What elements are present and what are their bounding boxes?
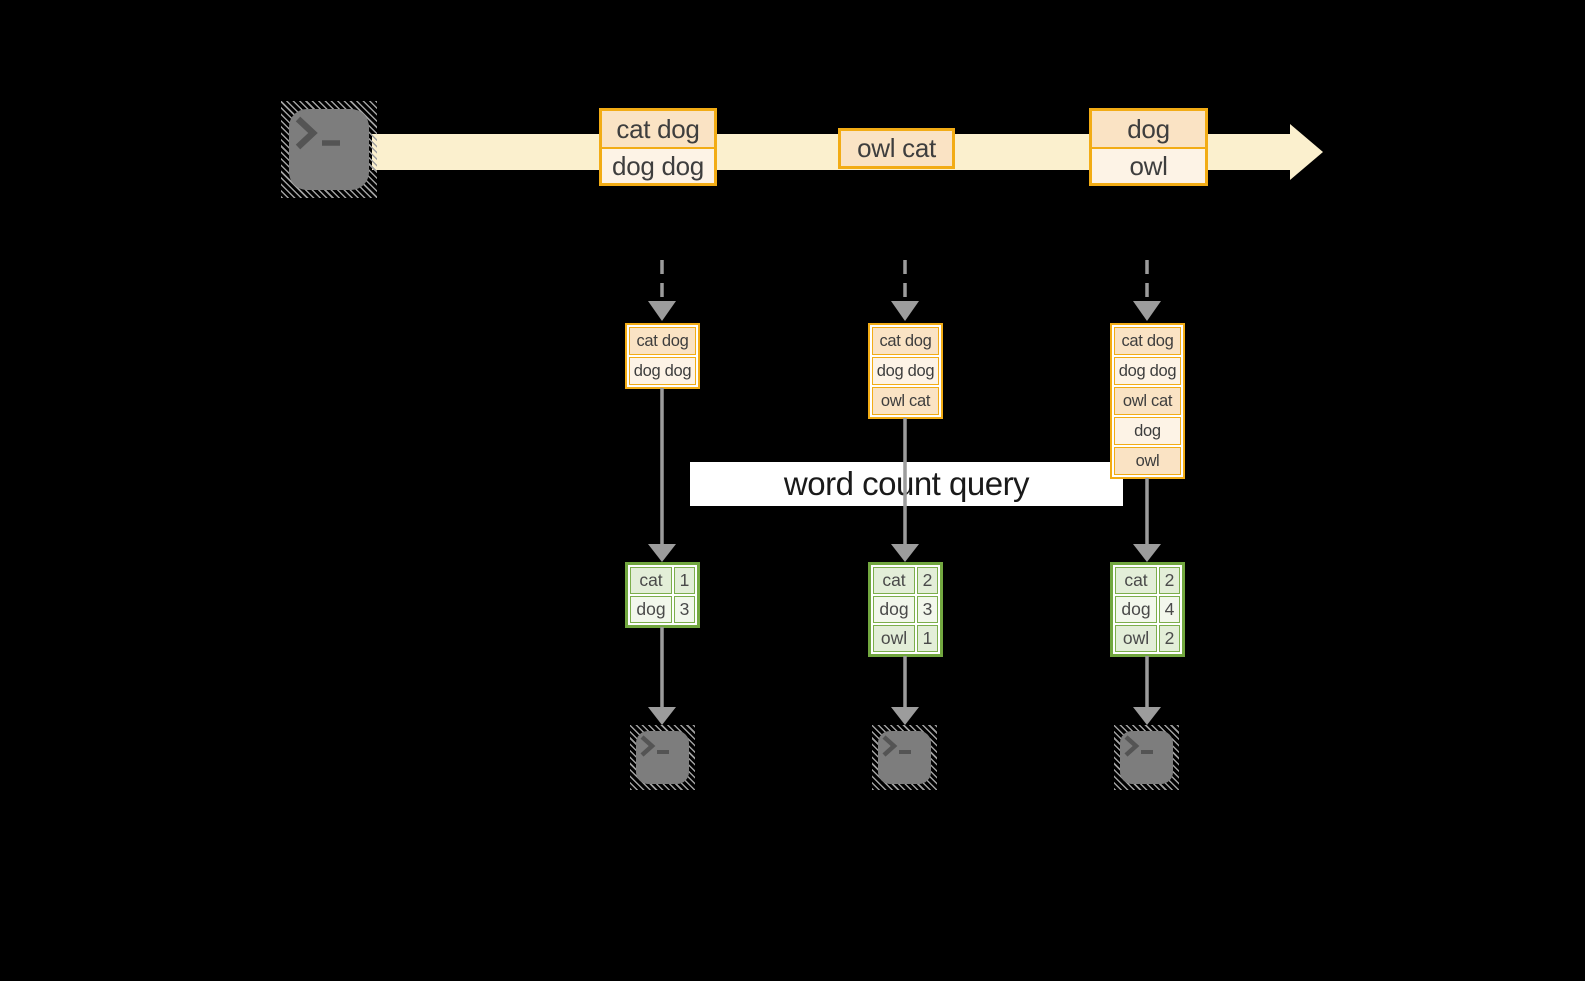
arrow-down-icon (1133, 478, 1161, 562)
table-row: dog 3 (873, 596, 938, 623)
arrow-down-icon (891, 656, 919, 725)
source-terminal-icon (281, 101, 377, 198)
count-cell: 4 (1159, 596, 1180, 623)
table-row: dog 4 (1115, 596, 1180, 623)
arrow-down-icon (648, 388, 676, 562)
buffer-row: cat dog (629, 327, 696, 355)
buffer-row: dog dog (872, 357, 939, 385)
table-row: cat 1 (630, 567, 695, 594)
event-row: dog dog (602, 147, 714, 183)
sink-terminal-icon (1114, 725, 1179, 790)
buffer-row: owl cat (872, 387, 939, 415)
arrow-down-icon (1133, 656, 1161, 725)
word-count-table-2: cat 2 dog 3 owl 1 (868, 562, 943, 657)
word-cell: cat (630, 567, 672, 594)
buffer-row: owl cat (1114, 387, 1181, 415)
table-row: owl 2 (1115, 625, 1180, 652)
event-row: cat dog (602, 111, 714, 147)
table-row: cat 2 (1115, 567, 1180, 594)
count-cell: 1 (917, 625, 938, 652)
event-row: owl cat (841, 131, 952, 166)
arrow-down-icon (1133, 260, 1161, 321)
count-cell: 3 (917, 596, 938, 623)
word-cell: dog (1115, 596, 1157, 623)
word-cell: dog (873, 596, 915, 623)
arrow-down-icon (648, 627, 676, 725)
buffer-row: cat dog (872, 327, 939, 355)
buffered-events-stack-1: cat dog dog dog (625, 323, 700, 389)
word-cell: owl (1115, 625, 1157, 652)
terminal-prompt-icon (640, 735, 669, 757)
terminal-prompt-icon (882, 735, 911, 757)
arrow-down-icon (648, 260, 676, 321)
stream-event-box-1: cat dog dog dog (599, 108, 717, 186)
word-count-table-3: cat 2 dog 4 owl 2 (1110, 562, 1185, 657)
arrow-down-icon (891, 260, 919, 321)
count-cell: 1 (674, 567, 695, 594)
count-cell: 2 (1159, 625, 1180, 652)
buffered-events-stack-2: cat dog dog dog owl cat (868, 323, 943, 419)
buffered-events-stack-3: cat dog dog dog owl cat dog owl (1110, 323, 1185, 479)
count-cell: 2 (1159, 567, 1180, 594)
buffer-row: owl (1114, 447, 1181, 475)
buffer-row: dog dog (1114, 357, 1181, 385)
table-row: owl 1 (873, 625, 938, 652)
sink-terminal-icon (630, 725, 695, 790)
count-cell: 2 (917, 567, 938, 594)
stream-event-box-3: dog owl (1089, 108, 1208, 186)
word-cell: owl (873, 625, 915, 652)
buffer-row: dog (1114, 417, 1181, 445)
table-row: cat 2 (873, 567, 938, 594)
buffer-row: dog dog (629, 357, 696, 385)
word-cell: cat (873, 567, 915, 594)
stream-event-box-2: owl cat (838, 128, 955, 169)
arrow-down-icon (891, 418, 919, 562)
event-row: owl (1092, 147, 1205, 183)
table-row: dog 3 (630, 596, 695, 623)
word-cell: cat (1115, 567, 1157, 594)
word-count-table-1: cat 1 dog 3 (625, 562, 700, 628)
arrow-right-icon (1290, 124, 1323, 180)
buffer-row: cat dog (1114, 327, 1181, 355)
event-row: dog (1092, 111, 1205, 147)
word-cell: dog (630, 596, 672, 623)
terminal-prompt-icon (1124, 735, 1153, 757)
count-cell: 3 (674, 596, 695, 623)
sink-terminal-icon (872, 725, 937, 790)
terminal-prompt-icon (295, 116, 340, 150)
